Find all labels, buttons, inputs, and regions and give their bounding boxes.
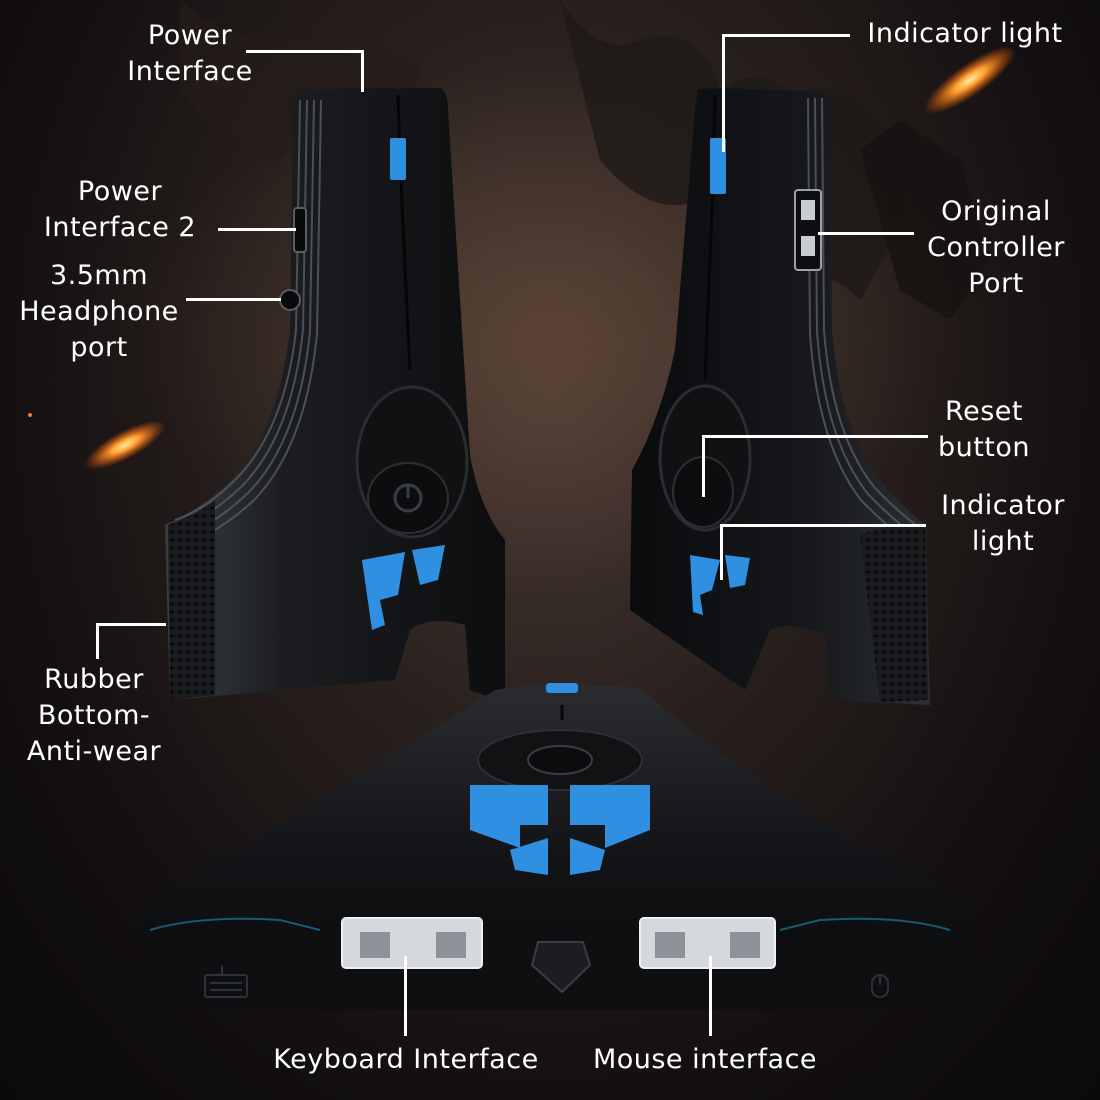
keyboard-icon [204, 966, 248, 998]
leader-power-interface [246, 50, 364, 53]
ember-left-1 [84, 420, 166, 470]
lion-logo-icon [530, 941, 592, 994]
leader-headphone [186, 298, 281, 301]
label-power-interface: Power Interface [127, 20, 253, 87]
leader-keyboard [404, 956, 407, 1036]
brand-logo [470, 785, 650, 875]
label-keyboard-interface: Keyboard Interface [273, 1044, 539, 1075]
leader-indicator-top-v [722, 34, 725, 152]
leader-reset [702, 435, 928, 438]
indicator-bar-bottom [546, 683, 578, 693]
leader-rubber [96, 623, 166, 626]
label-indicator-light-side: Indicator light [941, 490, 1065, 557]
leader-reset-v [702, 435, 705, 497]
label-rubber-bottom: Rubber Bottom- Anti-wear [26, 664, 162, 767]
leader-indicator-side [720, 524, 926, 527]
mouse-icon [871, 974, 889, 998]
leader-power-interface-v [361, 50, 364, 92]
indicator-bar-right [710, 138, 726, 194]
leader-rubber-v [96, 623, 99, 659]
label-headphone-port: 3.5mm Headphone port [19, 260, 179, 363]
label-original-controller-port: Original Controller Port [927, 196, 1065, 299]
leader-indicator-side-v [720, 524, 723, 580]
device-bottom-view [140, 683, 965, 1010]
device-right-view [630, 88, 930, 705]
headphone-jack [279, 289, 301, 311]
label-reset-button: Reset button [937, 396, 1031, 463]
indicator-bar-left [390, 138, 406, 180]
device-left-view [165, 88, 505, 700]
label-mouse-interface: Mouse interface [592, 1044, 818, 1075]
leader-controller-port [818, 232, 914, 235]
leader-mouse [709, 956, 712, 1036]
label-power-interface-2: Power Interface 2 [43, 176, 197, 243]
leader-power-interface-2 [218, 228, 296, 231]
leader-indicator-top [722, 34, 850, 37]
ember-right-1 [924, 45, 1016, 115]
label-indicator-light-top: Indicator light [867, 18, 1063, 49]
